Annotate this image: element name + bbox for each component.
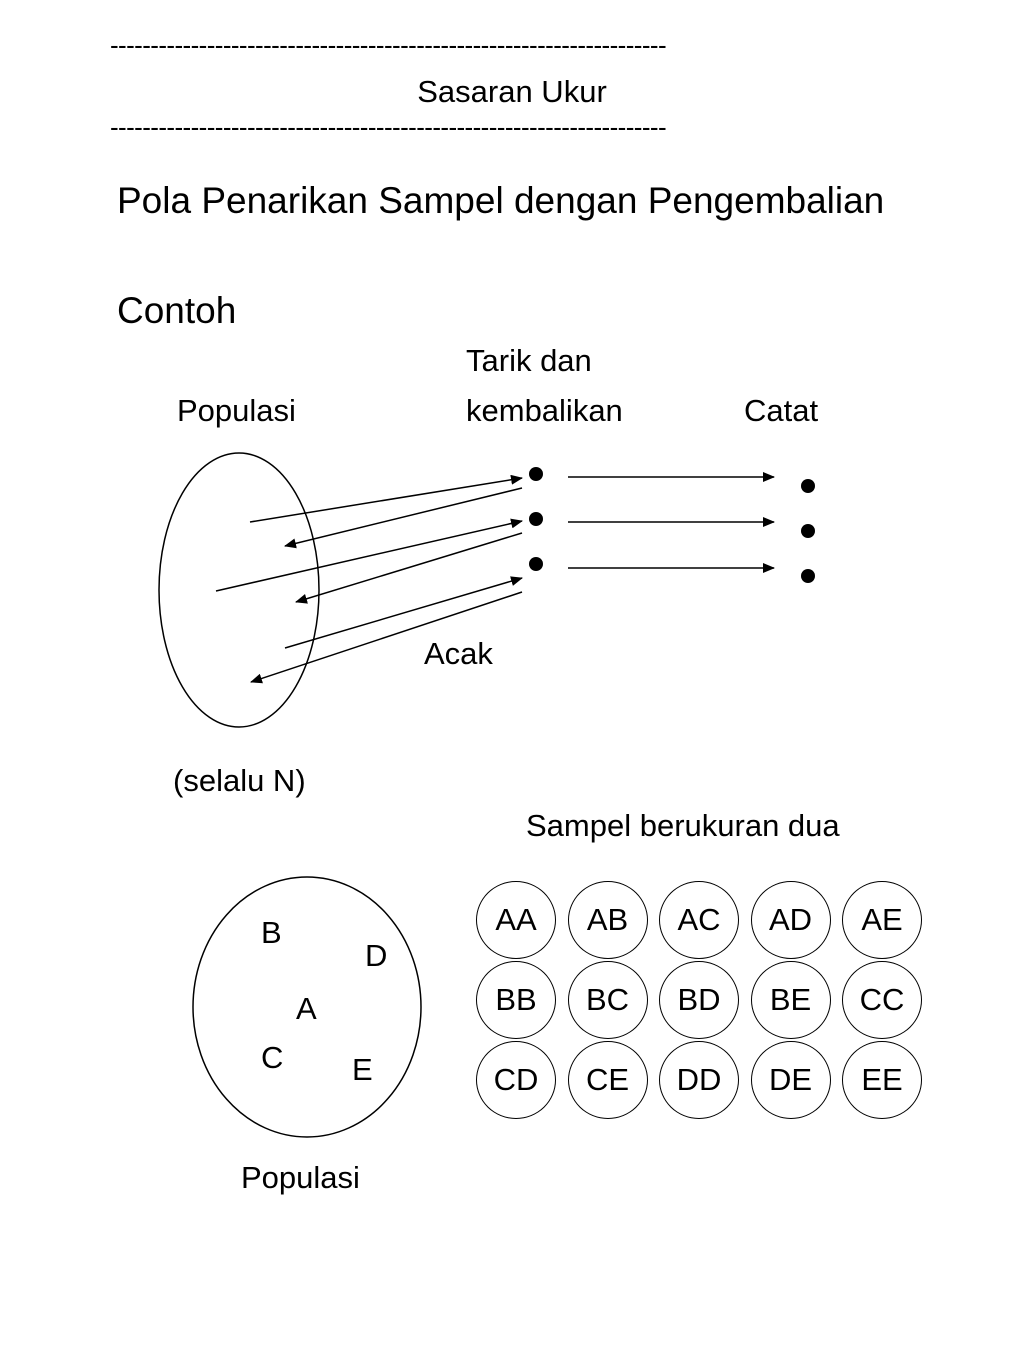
return-arrow-1: [284, 487, 523, 549]
population-element-d: D: [365, 938, 388, 973]
header-rule-bottom: ----------------------------------------…: [110, 112, 667, 142]
random-label: Acak: [424, 636, 493, 671]
draw-arrow-2: [215, 518, 523, 592]
population-element-c: C: [261, 1040, 284, 1075]
sample-pairs-grid: AA AB AC AD AE BB BC BD BE CC CD CE DD D…: [476, 881, 924, 1121]
page-title: Pola Penarikan Sampel dengan Pengembalia…: [117, 180, 885, 221]
sample-pair: AE: [842, 881, 922, 959]
always-n-label: (selalu N): [173, 763, 306, 798]
sample-pair: DD: [659, 1041, 739, 1119]
sample-pair: AD: [750, 881, 831, 959]
sample-pair: BE: [750, 961, 831, 1039]
draw-return-label-line2: kembalikan: [466, 393, 623, 428]
header-title: Sasaran Ukur: [417, 74, 607, 109]
draw-dot-1: [529, 467, 543, 481]
sample-pair: BB: [476, 961, 556, 1039]
population-label-top: Populasi: [177, 393, 296, 428]
sample-pair: CC: [842, 961, 922, 1039]
sample-pair: CD: [476, 1041, 556, 1119]
population-label-bottom: Populasi: [241, 1160, 360, 1195]
sample-pair: AB: [567, 881, 648, 959]
sample-size-label: Sampel berukuran dua: [526, 808, 840, 843]
draw-dot-3: [529, 557, 543, 571]
header-rule-top: ----------------------------------------…: [110, 30, 667, 60]
record-dot-1: [801, 479, 815, 493]
example-heading: Contoh: [117, 290, 237, 331]
draw-return-label-line1: Tarik dan: [466, 343, 592, 378]
sample-pair: CE: [567, 1041, 648, 1119]
record-dot-3: [801, 569, 815, 583]
population-element-e: E: [352, 1052, 373, 1087]
record-dot-2: [801, 524, 815, 538]
population-ellipse-top: [158, 452, 320, 728]
record-label: Catat: [744, 393, 819, 428]
sample-pair: BC: [567, 961, 648, 1039]
draw-arrow-1: [249, 474, 523, 523]
population-element-b: B: [261, 915, 282, 950]
return-arrow-2: [295, 532, 523, 604]
draw-dot-2: [529, 512, 543, 526]
sample-pair: DE: [750, 1041, 831, 1119]
sample-pair: AA: [476, 881, 556, 959]
return-arrow-3: [250, 591, 523, 684]
sample-pair: AC: [659, 881, 739, 959]
draw-arrow-3: [284, 576, 523, 649]
population-ellipse-bottom: [192, 876, 422, 1138]
sample-pair: EE: [842, 1041, 922, 1119]
population-element-a: A: [296, 991, 317, 1026]
sample-pair: BD: [659, 961, 739, 1039]
